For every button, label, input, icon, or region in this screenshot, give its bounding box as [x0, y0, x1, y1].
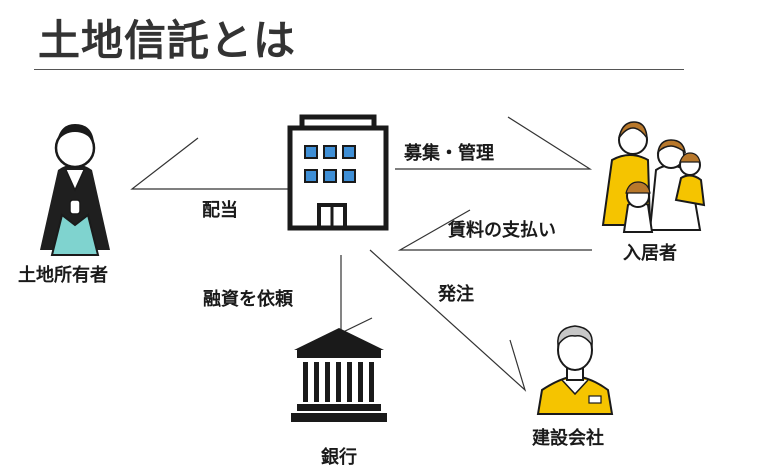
- edge-dividend-line: [132, 138, 288, 189]
- node-label-bank: 銀行: [321, 447, 357, 469]
- edge-label-dividend: 配当: [202, 200, 238, 222]
- node-label-residents: 入居者: [623, 243, 677, 265]
- edge-label-loan-request: 融資を依頼: [203, 289, 293, 311]
- node-label-constructor: 建設会社: [532, 428, 604, 450]
- edge-loan-line: [341, 255, 372, 333]
- edge-label-order: 発注: [438, 284, 474, 306]
- node-label-owner: 土地所有者: [18, 265, 108, 287]
- construction-worker-illustration: [538, 326, 612, 414]
- edge-label-recruit-manage: 募集・管理: [404, 143, 494, 165]
- family-illustration: [603, 122, 704, 232]
- office-building-icon: [290, 117, 386, 228]
- edge-label-rent-payment: 賃料の支払い: [448, 220, 556, 242]
- edge-order-line: [370, 250, 525, 390]
- bank-icon: [291, 328, 387, 422]
- land-owner-illustration: [40, 124, 110, 255]
